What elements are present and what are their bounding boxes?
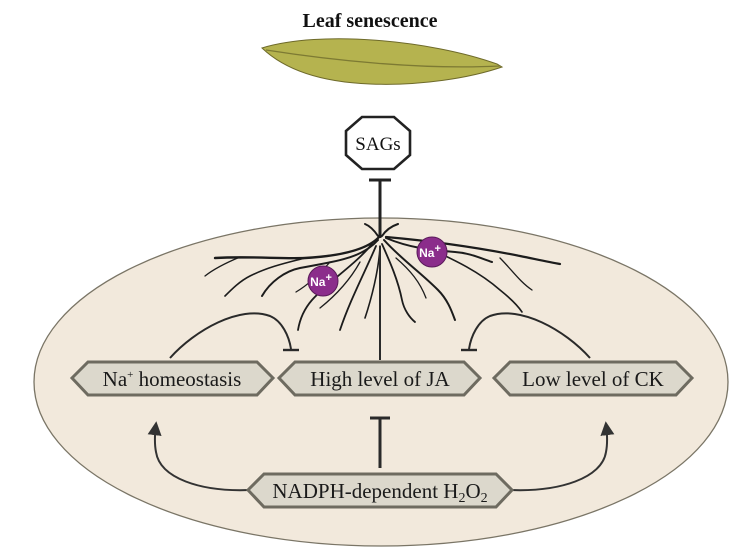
nadph-sub2: 2 [481,491,488,506]
ion-label-right: Na [419,246,435,260]
inhibit-sags-line [369,178,391,238]
arrow-nadph-to-na [147,421,251,492]
na-homeostasis-box: Na+ homeostasis [69,360,276,397]
nadph-prefix: NADPH-dependent H [272,479,458,503]
nadph-sub1: 2 [458,491,465,506]
inhibit-nadph-to-ja [370,416,390,468]
low-ck-label: Low level of CK [522,367,664,391]
sags-label: SAGs [355,134,400,155]
na-homeostasis-main: Na [103,367,128,391]
diagram-title: Leaf senescence [303,10,438,32]
na-homeostasis-sup: + [127,369,133,381]
high-ja-label: High level of JA [310,367,450,391]
sodium-ion-right: Na+ [416,236,448,268]
sags-node: SAGs [344,115,412,171]
inhibit-na-to-roots [169,312,299,359]
high-ja-box: High level of JA [276,360,483,397]
svg-text:Na+ homeostasis: Na+ homeostasis [103,367,242,391]
nadph-mid: O [465,479,480,503]
inhibit-ck-to-roots [461,312,591,359]
low-ck-box: Low level of CK [491,360,695,397]
ion-charge-right: + [434,243,440,255]
ion-label-left: Na [310,275,326,289]
leaf-icon [261,38,504,85]
svg-text:Na+: Na+ [310,272,332,289]
na-homeostasis-rest: homeostasis [133,367,241,391]
root-system-icon [204,223,562,331]
ion-charge-left: + [325,272,331,284]
svg-text:NADPH-dependent H2O2: NADPH-dependent H2O2 [272,479,487,506]
sodium-ion-left: Na+ [307,265,339,297]
svg-text:Na+: Na+ [419,243,441,260]
arrow-nadph-to-ck [509,421,615,492]
nadph-h2o2-box: NADPH-dependent H2O2 [245,472,515,509]
